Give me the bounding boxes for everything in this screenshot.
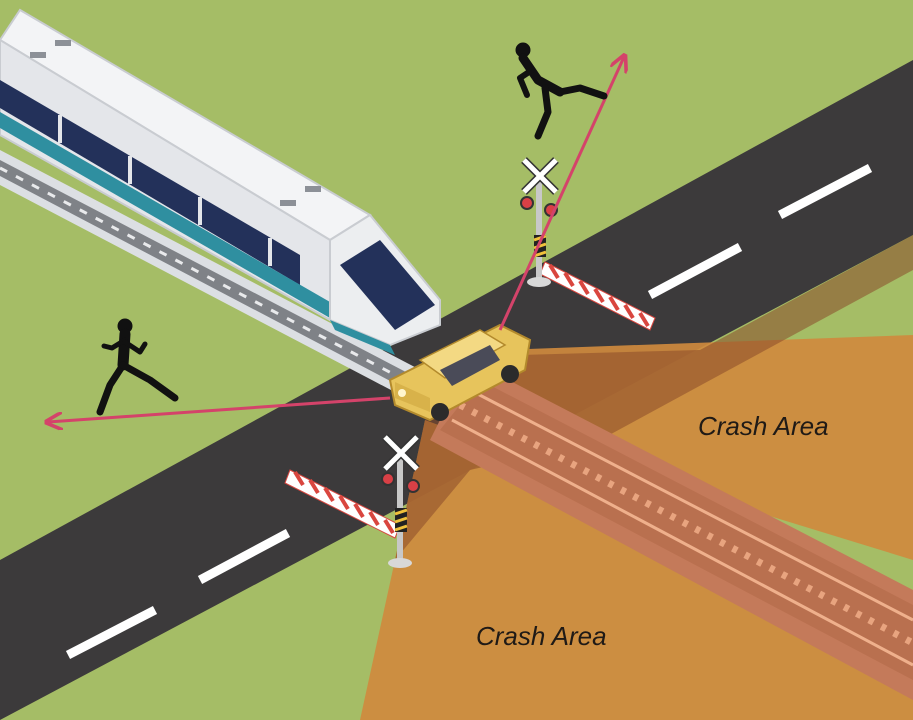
escape-arrow-left [48,396,391,422]
crossing-gate-lower [284,469,401,539]
crash-area-label-bottom: Crash Area [476,621,607,651]
crossing-gate-upper [539,261,656,331]
rail-lines [451,388,913,667]
rail-ties-lower [440,380,913,680]
crash-zone-bottom [360,420,913,720]
crash-zone-road-overlap [395,235,913,560]
running-person-icon [96,318,179,416]
running-person-icon [515,42,608,140]
rail-ties [458,401,913,647]
railroad-crossing-signal-icon [381,434,420,568]
rail-sleepers-upper [0,166,421,390]
train-icon [0,8,441,355]
railroad-crossing-signal-icon [520,157,559,287]
car-icon [388,323,532,422]
escape-arrow-upper [498,57,624,331]
road-markings [65,164,873,659]
crash-area-label-right: Crash Area [698,411,829,441]
